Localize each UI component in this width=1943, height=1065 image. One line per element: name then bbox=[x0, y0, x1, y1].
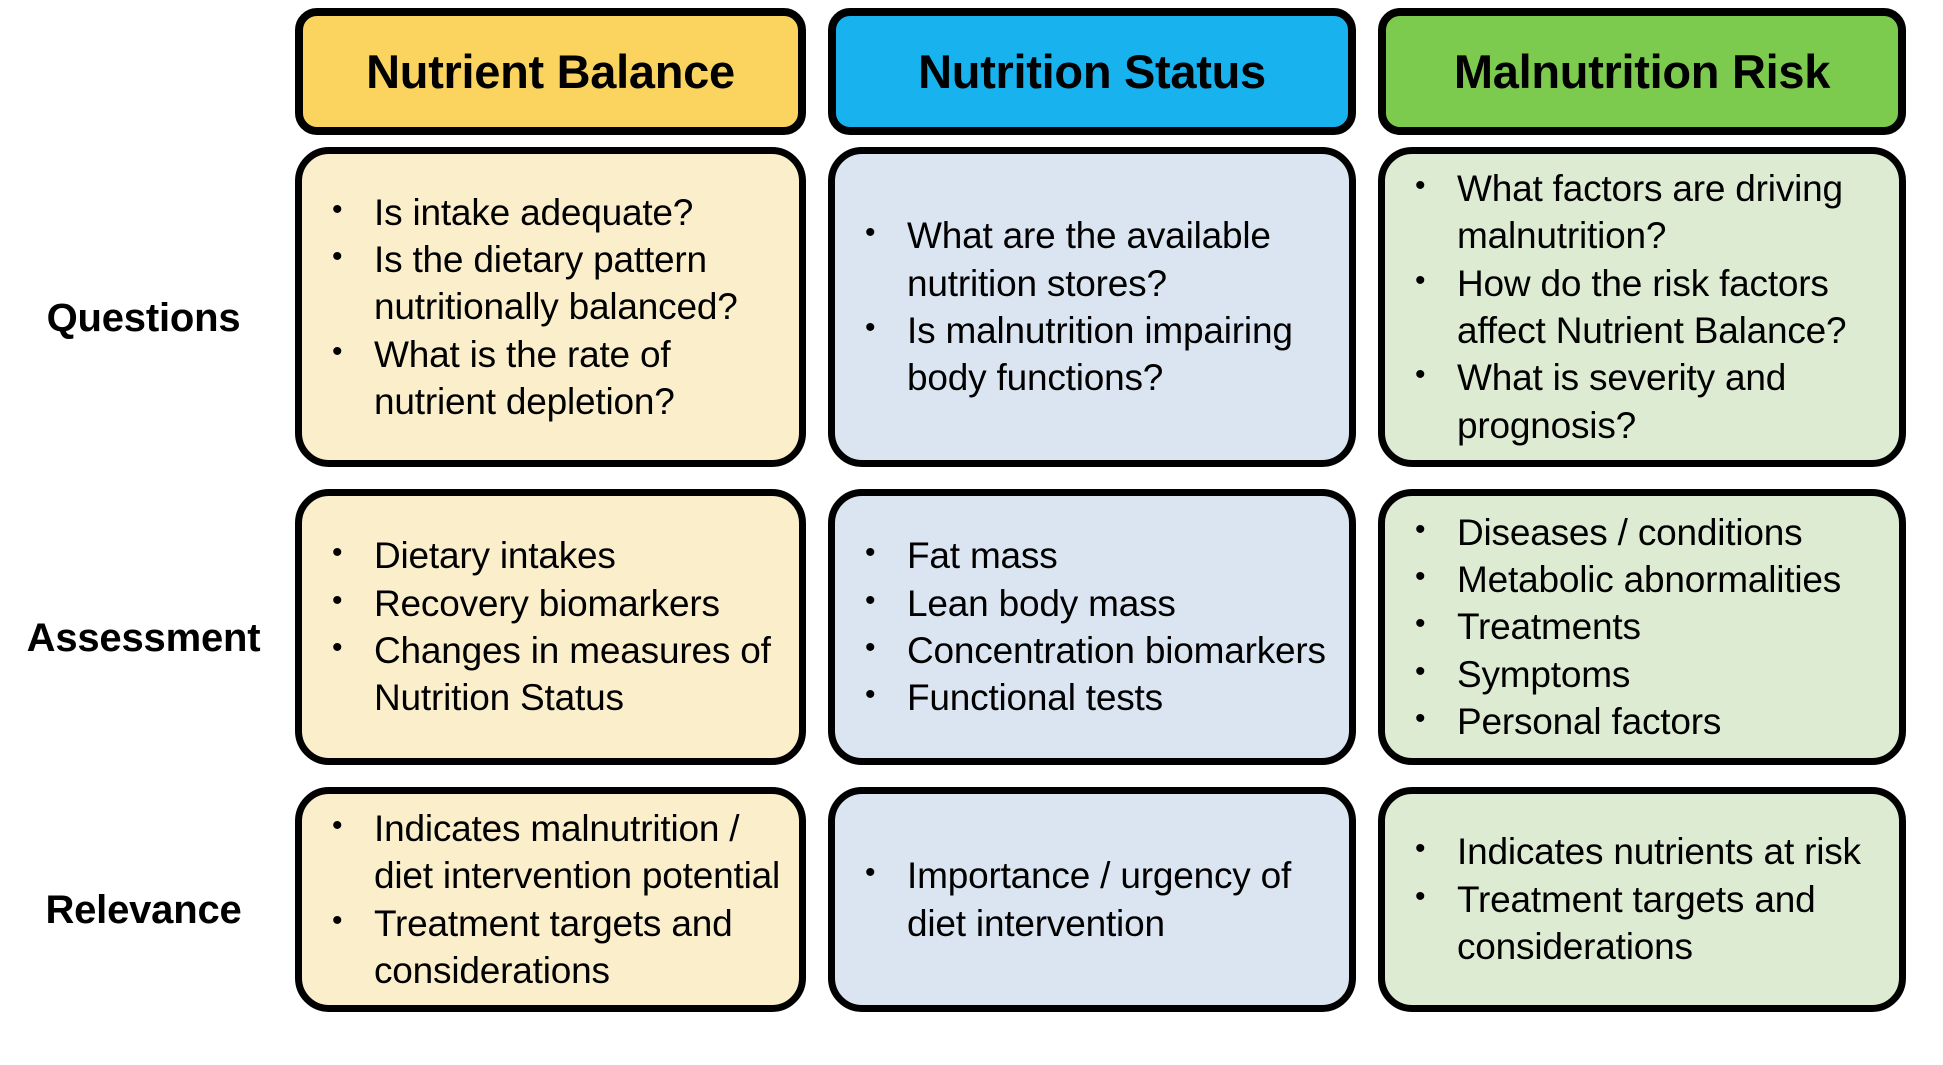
cell-assessment-nutrition-status: Fat mass Lean body mass Concentration bi… bbox=[828, 489, 1378, 787]
list-item: Treatment targets and considerations bbox=[1403, 874, 1885, 971]
row-header-assessment: Assessment bbox=[0, 489, 295, 787]
bullet-list: What are the available nutrition stores?… bbox=[853, 210, 1335, 402]
list-item: Is the dietary pattern nutritionally bal… bbox=[320, 234, 785, 331]
list-item: Recovery biomarkers bbox=[320, 578, 785, 627]
content-box: Is intake adequate? Is the dietary patte… bbox=[295, 147, 806, 467]
list-item: Concentration biomarkers bbox=[853, 625, 1335, 674]
list-item: Dietary intakes bbox=[320, 530, 785, 579]
bullet-list: Is intake adequate? Is the dietary patte… bbox=[320, 187, 785, 426]
list-item: Treatments bbox=[1403, 601, 1885, 650]
list-item: Is intake adequate? bbox=[320, 187, 785, 236]
bullet-list: What factors are driving malnutrition? H… bbox=[1403, 163, 1885, 449]
list-item: What are the available nutrition stores? bbox=[853, 210, 1335, 307]
list-item: Lean body mass bbox=[853, 578, 1335, 627]
cell-relevance-nutrient-balance: Indicates malnutrition / diet interventi… bbox=[295, 787, 828, 1034]
bullet-list: Indicates malnutrition / diet interventi… bbox=[320, 803, 785, 995]
bullet-list: Indicates nutrients at risk Treatment ta… bbox=[1403, 826, 1885, 971]
list-item: What is the rate of nutrient depletion? bbox=[320, 329, 785, 426]
content-box: Diseases / conditions Metabolic abnormal… bbox=[1378, 489, 1906, 765]
column-header-nutrient-balance: Nutrient Balance bbox=[295, 0, 828, 147]
column-header-nutrition-status: Nutrition Status bbox=[828, 0, 1378, 147]
bullet-list: Importance / urgency of diet interventio… bbox=[853, 850, 1335, 947]
list-item: What factors are driving malnutrition? bbox=[1403, 163, 1885, 260]
list-item: Indicates nutrients at risk bbox=[1403, 826, 1885, 875]
list-item: Symptoms bbox=[1403, 649, 1885, 698]
header-label-nutrition-status: Nutrition Status bbox=[828, 8, 1356, 135]
column-header-malnutrition-risk: Malnutrition Risk bbox=[1378, 0, 1928, 147]
cell-relevance-malnutrition-risk: Indicates nutrients at risk Treatment ta… bbox=[1378, 787, 1928, 1034]
list-item: Fat mass bbox=[853, 530, 1335, 579]
content-box: Indicates nutrients at risk Treatment ta… bbox=[1378, 787, 1906, 1012]
bullet-list: Dietary intakes Recovery biomarkers Chan… bbox=[320, 530, 785, 722]
cell-assessment-malnutrition-risk: Diseases / conditions Metabolic abnormal… bbox=[1378, 489, 1928, 787]
row-header-relevance: Relevance bbox=[0, 787, 295, 1034]
row-label-questions: Questions bbox=[46, 295, 241, 340]
list-item: What is severity and prognosis? bbox=[1403, 352, 1885, 449]
content-box: Importance / urgency of diet interventio… bbox=[828, 787, 1356, 1012]
list-item: Is malnutrition impairing body functions… bbox=[853, 305, 1335, 402]
list-item: Diseases / conditions bbox=[1403, 507, 1885, 556]
row-label-relevance: Relevance bbox=[45, 888, 242, 932]
row-header-questions: Questions bbox=[0, 147, 295, 489]
header-label-malnutrition-risk: Malnutrition Risk bbox=[1378, 8, 1906, 135]
cell-relevance-nutrition-status: Importance / urgency of diet interventio… bbox=[828, 787, 1378, 1034]
row-label-assessment: Assessment bbox=[26, 615, 261, 660]
content-box: Fat mass Lean body mass Concentration bi… bbox=[828, 489, 1356, 765]
content-box: What are the available nutrition stores?… bbox=[828, 147, 1356, 467]
cell-questions-nutrient-balance: Is intake adequate? Is the dietary patte… bbox=[295, 147, 828, 489]
list-item: Treatment targets and considerations bbox=[320, 898, 785, 995]
list-item: How do the risk factors affect Nutrient … bbox=[1403, 258, 1885, 355]
list-item: Functional tests bbox=[853, 672, 1335, 721]
bullet-list: Fat mass Lean body mass Concentration bi… bbox=[853, 530, 1335, 721]
bullet-list: Diseases / conditions Metabolic abnormal… bbox=[1403, 507, 1885, 746]
header-label-nutrient-balance: Nutrient Balance bbox=[295, 8, 806, 135]
list-item: Indicates malnutrition / diet interventi… bbox=[320, 803, 785, 900]
cell-questions-nutrition-status: What are the available nutrition stores?… bbox=[828, 147, 1378, 489]
list-item: Importance / urgency of diet interventio… bbox=[853, 850, 1335, 947]
content-box: What factors are driving malnutrition? H… bbox=[1378, 147, 1906, 467]
cell-assessment-nutrient-balance: Dietary intakes Recovery biomarkers Chan… bbox=[295, 489, 828, 787]
cell-questions-malnutrition-risk: What factors are driving malnutrition? H… bbox=[1378, 147, 1928, 489]
content-box: Dietary intakes Recovery biomarkers Chan… bbox=[295, 489, 806, 765]
list-item: Metabolic abnormalities bbox=[1403, 554, 1885, 603]
matrix-corner-spacer bbox=[0, 0, 295, 147]
content-box: Indicates malnutrition / diet interventi… bbox=[295, 787, 806, 1012]
list-item: Personal factors bbox=[1403, 696, 1885, 745]
list-item: Changes in measures of Nutrition Status bbox=[320, 625, 785, 722]
